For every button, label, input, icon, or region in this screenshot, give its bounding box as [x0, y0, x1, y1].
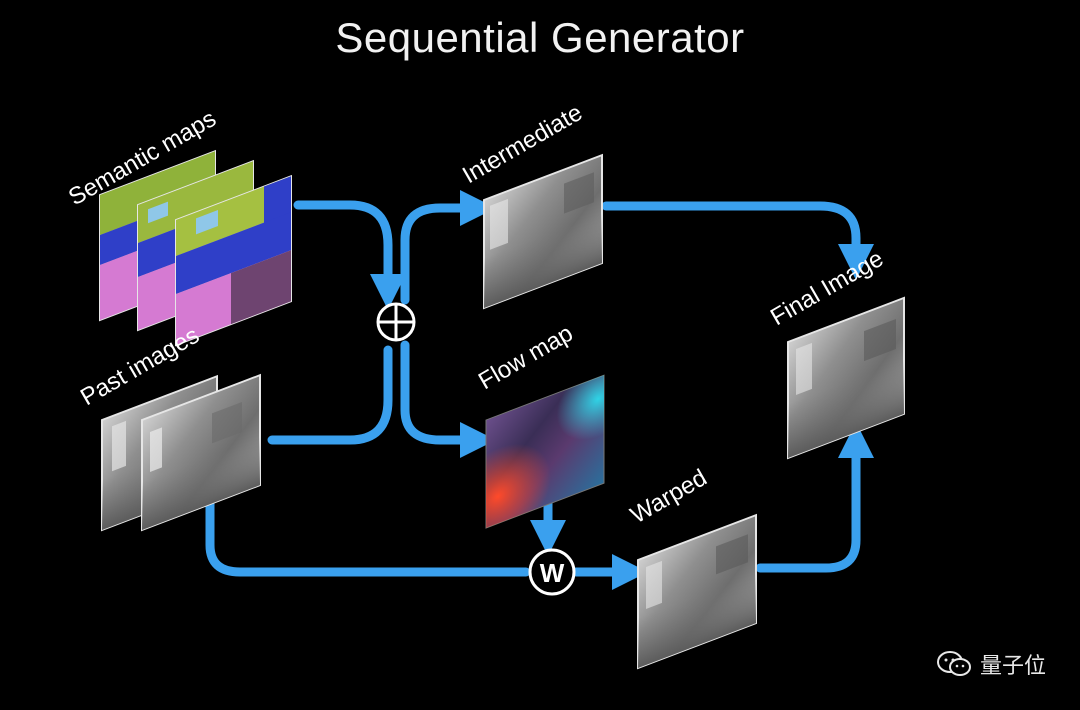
diagram-title: Sequential Generator	[335, 14, 745, 61]
arrow-combine-to-flowmap	[400, 340, 496, 458]
arrow-past-to-combine	[267, 345, 393, 445]
warp-operator	[528, 548, 576, 596]
arrow-combine-to-intermediate	[400, 190, 496, 305]
combine-operator	[376, 302, 416, 342]
past-image-frame-2	[141, 373, 261, 532]
past-images-stack	[101, 373, 261, 532]
semantic-maps-stack	[99, 149, 292, 347]
watermark-text: 量子位	[979, 654, 1046, 679]
warp-symbol: W	[540, 558, 565, 588]
arrow-intermediate-to-final	[601, 201, 874, 280]
arrow-warped-to-final	[755, 422, 874, 573]
watermark: 量子位	[936, 648, 1046, 680]
intermediate-image	[483, 153, 603, 310]
arrow-semantic-to-combine	[293, 200, 406, 310]
semantic-map-frame-3	[175, 174, 292, 347]
arrow-past-to-warp	[205, 481, 531, 577]
wechat-icon	[936, 651, 971, 676]
warped-image	[637, 513, 757, 670]
final-image	[787, 296, 905, 460]
flow-map-image	[485, 374, 605, 529]
